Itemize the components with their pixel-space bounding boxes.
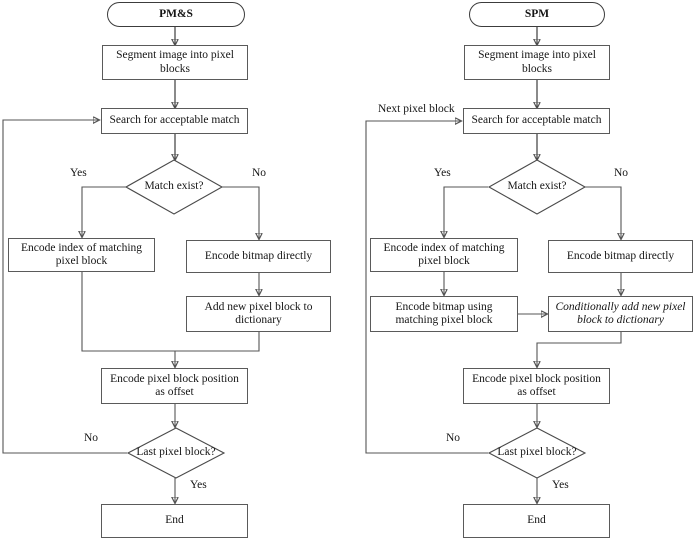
edge-label-next-pixel-block: Next pixel block (378, 103, 455, 115)
process-segment-image-left[interactable]: Segment image into pixel blocks (102, 45, 248, 80)
process-encode-index-left-label: Encode index of matching pixel block (20, 241, 143, 267)
start-terminator-pms-label: PM&S (159, 7, 193, 20)
start-terminator-spm-label: SPM (524, 7, 550, 20)
process-add-block-left-label: Add new pixel block to dictionary (204, 300, 313, 326)
process-add-block-left[interactable]: Add new pixel block to dictionary (186, 296, 331, 332)
process-segment-image-right[interactable]: Segment image into pixel blocks (464, 45, 610, 80)
start-terminator-spm[interactable]: SPM (469, 2, 605, 27)
edge-label-right-last-no: No (446, 432, 461, 444)
wire-left-index-to-merge (81, 272, 175, 366)
process-conditionally-add-block-right-label: Conditionally add new pixel block to dic… (555, 300, 686, 326)
start-terminator-pms[interactable]: PM&S (107, 2, 245, 27)
process-search-match-left[interactable]: Search for acceptable match (101, 108, 248, 134)
wire-right-match-yes (444, 186, 488, 236)
wire-right-match-no (585, 186, 621, 238)
decision-match-exist-left[interactable]: Match exist? (124, 159, 224, 215)
process-encode-bitmap-left-label: Encode bitmap directly (204, 249, 313, 262)
process-conditionally-add-block-right[interactable]: Conditionally add new pixel block to dic… (548, 296, 693, 332)
process-encode-offset-right-label: Encode pixel block position as offset (472, 372, 601, 398)
decision-last-block-right[interactable]: Last pixel block? (487, 427, 587, 479)
wire-left-add-to-merge (175, 332, 260, 352)
end-terminator-right[interactable]: End (463, 504, 610, 538)
process-encode-bitmap-left[interactable]: Encode bitmap directly (186, 240, 331, 273)
wire-right-cond-to-offset (537, 332, 622, 366)
wire-left-match-no (222, 186, 259, 238)
process-segment-image-right-label: Segment image into pixel blocks (478, 49, 596, 75)
process-encode-index-left[interactable]: Encode index of matching pixel block (8, 238, 155, 272)
process-encode-bitmap-right-label: Encode bitmap directly (566, 249, 675, 262)
process-encode-offset-left[interactable]: Encode pixel block position as offset (101, 368, 248, 404)
wire-left-match-yes (82, 186, 127, 236)
end-terminator-right-label: End (527, 514, 546, 527)
edge-label-right-match-yes: Yes (434, 167, 451, 179)
end-terminator-left[interactable]: End (101, 504, 248, 538)
edge-label-left-last-no: No (84, 432, 99, 444)
process-search-match-right-label: Search for acceptable match (471, 114, 602, 127)
decision-last-block-right-shape (487, 427, 587, 479)
edge-label-right-match-no: No (614, 167, 629, 179)
process-encode-bitmap-using-right[interactable]: Encode bitmap using matching pixel block (370, 296, 518, 332)
end-terminator-left-label: End (165, 514, 184, 527)
process-encode-index-right[interactable]: Encode index of matching pixel block (370, 238, 518, 272)
decision-match-exist-right-shape (487, 159, 587, 215)
process-encode-bitmap-using-right-label: Encode bitmap using matching pixel block (395, 300, 493, 326)
process-encode-bitmap-right[interactable]: Encode bitmap directly (548, 240, 693, 273)
decision-match-exist-right[interactable]: Match exist? (487, 159, 587, 215)
decision-last-block-left-shape (126, 427, 226, 479)
process-encode-offset-right[interactable]: Encode pixel block position as offset (463, 368, 610, 404)
process-segment-image-left-label: Segment image into pixel blocks (116, 49, 234, 75)
process-search-match-right[interactable]: Search for acceptable match (463, 108, 610, 134)
wire-right-loopback (365, 121, 488, 454)
process-encode-index-right-label: Encode index of matching pixel block (383, 241, 505, 267)
edge-label-left-match-no: No (252, 167, 267, 179)
wire-left-loopback (2, 120, 127, 454)
edge-label-left-last-yes: Yes (190, 479, 207, 491)
edge-label-left-match-yes: Yes (70, 167, 87, 179)
decision-last-block-left[interactable]: Last pixel block? (126, 427, 226, 479)
decision-match-exist-left-shape (124, 159, 224, 215)
process-search-match-left-label: Search for acceptable match (109, 114, 240, 127)
edge-label-right-last-yes: Yes (552, 479, 569, 491)
process-encode-offset-left-label: Encode pixel block position as offset (110, 372, 239, 398)
